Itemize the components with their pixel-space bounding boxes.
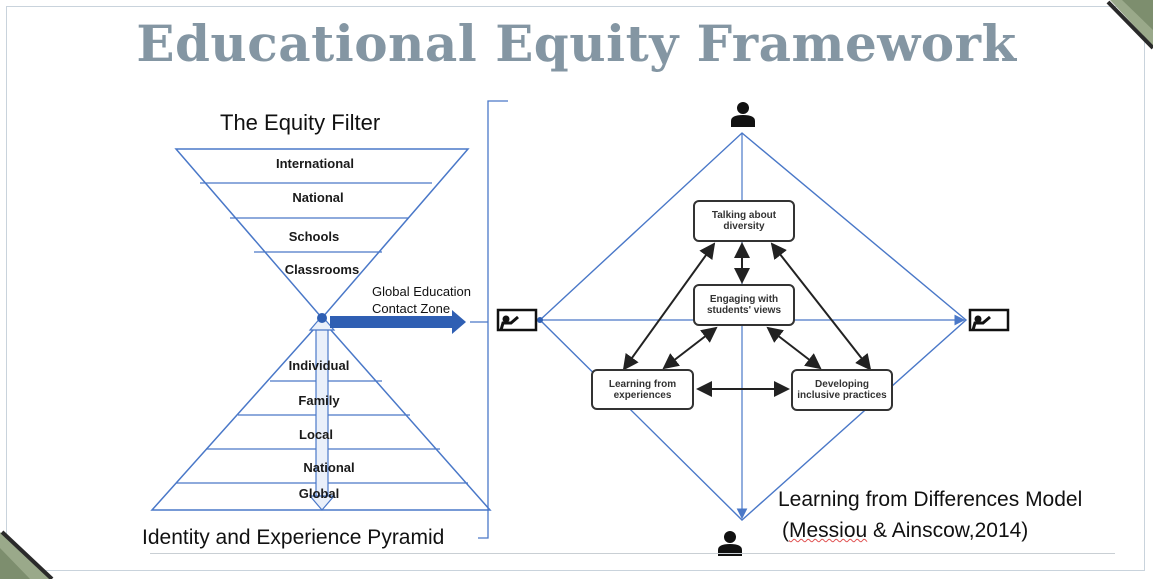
box-developing-inclusive-practices: Developing inclusive practices [791, 369, 893, 411]
contact-zone-label: Global Education Contact Zone [372, 283, 471, 317]
pyramid-level-family: Family [298, 393, 340, 408]
corner-decoration-bottom-left [0, 530, 54, 579]
citation-rest: & Ainscow,2014) [867, 519, 1029, 542]
citation-author: Messiou [789, 519, 868, 542]
filter-level-classrooms: Classrooms [284, 262, 360, 277]
box-engaging-with-students-views: Engaging with students' views [693, 284, 795, 326]
model-title: Learning from Differences Model [778, 488, 1083, 511]
person-icon [731, 102, 755, 127]
contact-point [317, 313, 327, 323]
teacher-board-icon [496, 308, 538, 332]
box-learning-from-experiences: Learning from experiences [591, 369, 694, 410]
contact-zone-line1: Global Education [372, 284, 472, 299]
footer-divider [150, 553, 1115, 554]
pyramid-level-local: Local [299, 427, 333, 442]
citation-open: ( [782, 519, 789, 542]
teacher-board-icon [968, 308, 1010, 332]
model-citation: (Messiou & Ainscow,2014) [782, 519, 1028, 543]
pyramid-level-national: National [303, 460, 355, 475]
box-talking-about-diversity: Talking about diversity [693, 200, 795, 242]
filter-level-international: International [275, 156, 354, 171]
corner-decoration-top-right [1106, 0, 1153, 50]
filter-level-schools: Schools [288, 229, 340, 244]
pyramid-level-global: Global [298, 486, 340, 501]
model-diamond [537, 132, 968, 521]
equity-filter-title: The Equity Filter [220, 110, 381, 135]
equity-filter-funnel [174, 148, 470, 320]
model-arrows [622, 242, 872, 397]
pyramid-title: Identity and Experience Pyramid [142, 526, 445, 549]
model-bracket [470, 100, 508, 539]
page-title: Educational Equity Framework [136, 14, 1017, 73]
contact-zone-arrow [330, 310, 466, 334]
contact-zone-line2: Contact Zone [372, 301, 451, 316]
vertical-double-arrow [308, 315, 336, 511]
pyramid-level-individual: Individual [288, 358, 350, 373]
filter-level-national: National [292, 190, 344, 205]
